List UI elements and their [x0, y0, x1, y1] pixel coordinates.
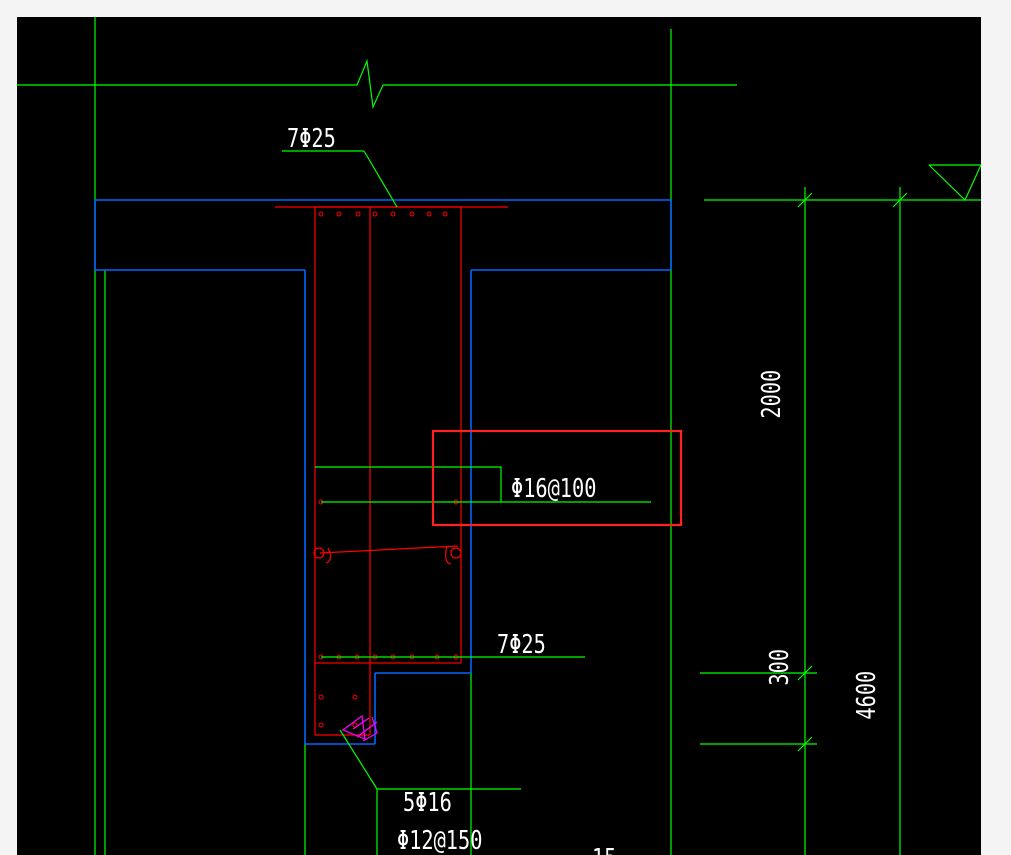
dimension-total: 4600	[852, 671, 882, 720]
concrete-outline	[94, 199, 672, 745]
label-stirrup: Φ12@150	[397, 826, 482, 855]
label-top-rebar: 7Φ25	[287, 124, 336, 154]
label-mid-rebar: Φ16@100	[511, 474, 596, 504]
label-bottom-rebar: 5Φ16	[403, 788, 452, 818]
rebar-detail-drawing: 7Φ25 Φ16@100 7Φ25 5Φ16 Φ12@150 15 2000 3…	[17, 17, 981, 855]
break-line	[17, 58, 737, 110]
dimension-lower: 300	[765, 649, 795, 686]
elevation-marker	[928, 164, 981, 202]
leader-lines	[282, 150, 651, 855]
stirrup-hook	[341, 714, 378, 742]
dimension-upper: 2000	[757, 370, 787, 419]
annotation-labels: 7Φ25 Φ16@100 7Φ25 5Φ16 Φ12@150 15	[287, 124, 616, 855]
highlight-box	[431, 429, 683, 527]
label-partial: 15	[592, 844, 616, 855]
dimension-lines	[700, 164, 981, 855]
dimension-labels: 2000 300 4600	[757, 370, 882, 720]
rebar-dots	[318, 211, 459, 728]
grid-lines	[17, 17, 737, 855]
cad-viewport[interactable]: 7Φ25 Φ16@100 7Φ25 5Φ16 Φ12@150 15 2000 3…	[17, 17, 981, 855]
rebar-cage	[275, 206, 508, 736]
label-lower-rebar: 7Φ25	[497, 630, 546, 660]
